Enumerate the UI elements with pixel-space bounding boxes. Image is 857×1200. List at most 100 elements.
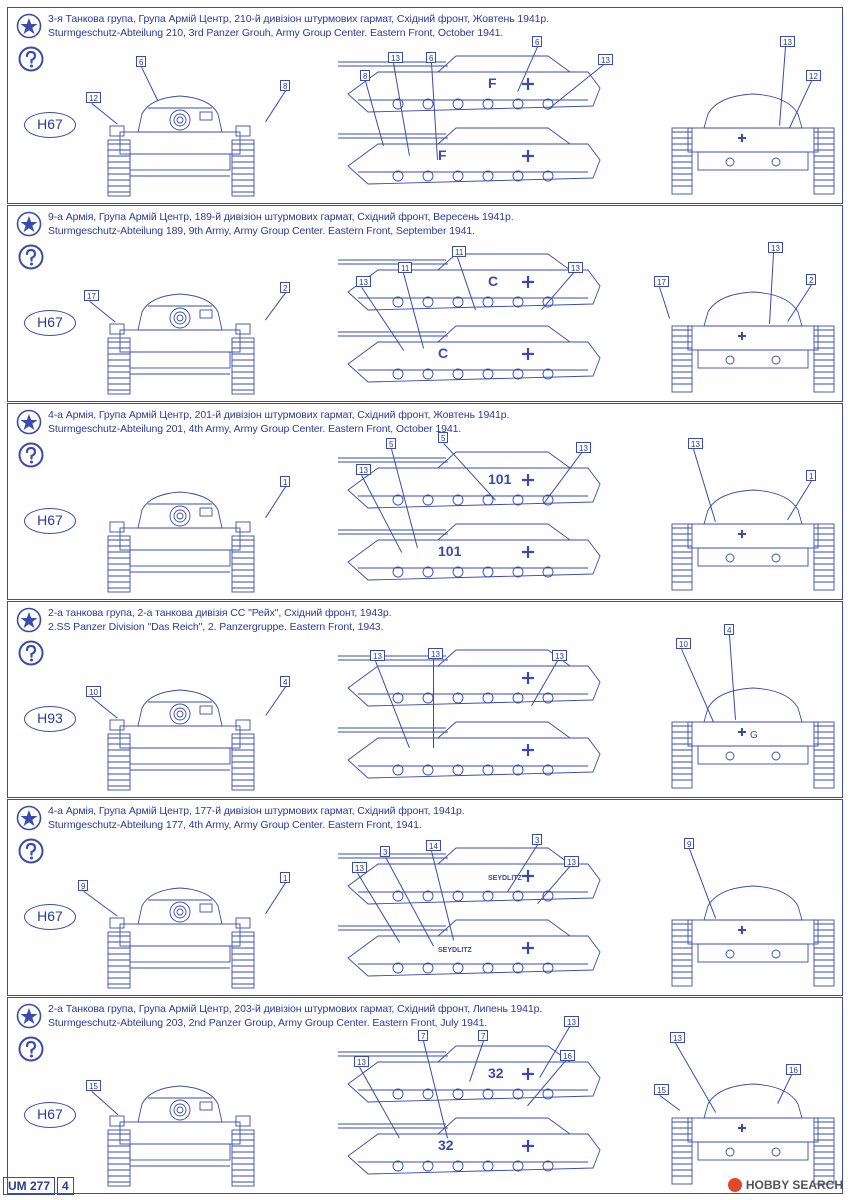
- decal-callout-number: 5: [386, 438, 397, 449]
- paint-code-badge: H67: [24, 1102, 76, 1128]
- side-view-drawing: 32 32: [338, 1045, 601, 1175]
- decal-callout-number: 8: [280, 80, 291, 91]
- side-view-drawing: 101 101: [338, 451, 601, 581]
- decal-callout-number: 7: [478, 1030, 489, 1041]
- decal-callout-number: 9: [684, 838, 695, 849]
- paint-code-badge: H67: [24, 112, 76, 138]
- callout-leader-line: [433, 659, 434, 748]
- star-emblem-icon: [16, 13, 42, 39]
- side-view-drawing: [338, 649, 601, 779]
- decal-callout-number: 15: [654, 1084, 669, 1095]
- decal-callout-number: 13: [670, 1032, 685, 1043]
- front-view-drawing: [107, 689, 255, 791]
- side-view-drawing: FF: [338, 55, 601, 185]
- decal-callout-number: 17: [84, 290, 99, 301]
- decal-callout-number: 13: [428, 648, 443, 659]
- paint-code-badge: H67: [24, 904, 76, 930]
- decal-callout-number: 12: [86, 92, 101, 103]
- front-view-drawing: [107, 95, 255, 197]
- star-emblem-icon: [16, 805, 42, 831]
- caption-ua: 2-а Танкова група, Група Армій Центр, 20…: [48, 1003, 543, 1015]
- caption-ua: 3-я Танкова група, Група Армій Центр, 21…: [48, 13, 549, 25]
- decal-callout-number: 2: [280, 282, 291, 293]
- decal-callout-number: 6: [136, 56, 147, 67]
- rear-view-drawing: [671, 291, 835, 393]
- decal-callout-number: 13: [568, 262, 583, 273]
- watermark-text: HOBBY SEARCH: [745, 1178, 843, 1192]
- decal-callout-number: 3: [532, 834, 543, 845]
- decal-callout-number: 13: [564, 856, 579, 867]
- decal-callout-number: 13: [688, 438, 703, 449]
- decal-callout-number: 13: [356, 276, 371, 287]
- decal-callout-number: 4: [280, 676, 291, 687]
- scheme-section: 9-а Армія, Група Армій Центр, 189-й диві…: [7, 205, 843, 402]
- svg-text:101: 101: [438, 543, 462, 559]
- decal-callout-number: 4: [724, 624, 735, 635]
- decal-callout-number: 10: [86, 686, 101, 697]
- svg-text:F: F: [438, 147, 447, 163]
- decal-callout-number: 11: [398, 262, 413, 273]
- svg-text:32: 32: [488, 1065, 504, 1081]
- paint-code-badge: H67: [24, 310, 76, 336]
- caption-en: Sturmgeschutz-Abteilung 203, 2nd Panzer …: [48, 1017, 488, 1029]
- question-icon: [18, 46, 44, 72]
- decal-callout-number: 1: [280, 476, 291, 487]
- star-emblem-icon: [16, 211, 42, 237]
- front-view-drawing: [107, 1085, 255, 1187]
- star-emblem-icon: [16, 607, 42, 633]
- caption-en: Sturmgeschutz-Abteilung 177, 4th Army, A…: [48, 819, 422, 831]
- decal-callout-number: 13: [564, 1016, 579, 1027]
- question-icon: [18, 838, 44, 864]
- caption-en: 2.SS Panzer Division "Das Reich", 2. Pan…: [48, 621, 384, 633]
- decal-callout-number: 13: [370, 650, 385, 661]
- decal-callout-number: 16: [786, 1064, 801, 1075]
- svg-text:101: 101: [488, 471, 512, 487]
- decal-callout-number: 13: [780, 36, 795, 47]
- rear-view-drawing: [671, 93, 835, 195]
- decal-callout-number: 13: [356, 464, 371, 475]
- instruction-page: 3-я Танкова група, Група Армій Центр, 21…: [7, 7, 843, 1197]
- decal-callout-number: 16: [560, 1050, 575, 1061]
- rear-view-drawing: G: [671, 687, 835, 789]
- decal-callout-number: 2: [806, 274, 817, 285]
- side-view-drawing: SEYDLITZ SEYDLITZ: [338, 847, 601, 977]
- decal-callout-number: 1: [806, 470, 817, 481]
- decal-callout-number: 14: [426, 840, 441, 851]
- question-icon: [18, 244, 44, 270]
- decal-callout-number: 8: [360, 70, 371, 81]
- scheme-section: 2-а танкова група, 2-а танкова дивізія С…: [7, 601, 843, 798]
- paint-code-badge: H67: [24, 508, 76, 534]
- svg-text:SEYDLITZ: SEYDLITZ: [488, 875, 523, 882]
- caption-en: Sturmgeschutz-Abteilung 189, 9th Army, A…: [48, 225, 475, 237]
- decal-callout-number: 5: [438, 432, 449, 443]
- svg-text:G: G: [750, 730, 758, 741]
- decal-callout-number: 13: [352, 862, 367, 873]
- scheme-section: 3-я Танкова група, Група Армій Центр, 21…: [7, 7, 843, 204]
- side-view-drawing: CC: [338, 253, 601, 383]
- question-icon: [18, 640, 44, 666]
- decal-callout-number: 6: [426, 52, 437, 63]
- scheme-section: 4-а Армія, Група Армій Центр, 201-й диві…: [7, 403, 843, 600]
- front-view-drawing: [107, 887, 255, 989]
- rear-view-drawing: [671, 885, 835, 987]
- decal-callout-number: 12: [806, 70, 821, 81]
- decal-callout-number: 17: [654, 276, 669, 287]
- decal-callout-number: 9: [78, 880, 89, 891]
- svg-text:SEYDLITZ: SEYDLITZ: [438, 947, 473, 954]
- decal-callout-number: 13: [388, 52, 403, 63]
- svg-text:C: C: [438, 345, 448, 361]
- watermark-logo-icon: [727, 1178, 742, 1192]
- caption-en: Sturmgeschutz-Abteilung 201, 4th Army, A…: [48, 423, 462, 435]
- svg-text:C: C: [488, 273, 498, 289]
- rear-view-drawing: [671, 489, 835, 591]
- caption-ua: 4-а Армія, Група Армій Центр, 201-й диві…: [48, 409, 510, 421]
- caption-ua: 9-а Армія, Група Армій Центр, 189-й диві…: [48, 211, 514, 223]
- decal-callout-number: 15: [86, 1080, 101, 1091]
- decal-callout-number: 6: [532, 36, 543, 47]
- decal-callout-number: 13: [598, 54, 613, 65]
- decal-callout-number: 1: [280, 872, 291, 883]
- svg-text:F: F: [488, 75, 497, 91]
- svg-text:32: 32: [438, 1137, 454, 1153]
- front-view-drawing: [107, 491, 255, 593]
- scheme-section: 4-а Армія, Група Армій Центр, 177-й диві…: [7, 799, 843, 996]
